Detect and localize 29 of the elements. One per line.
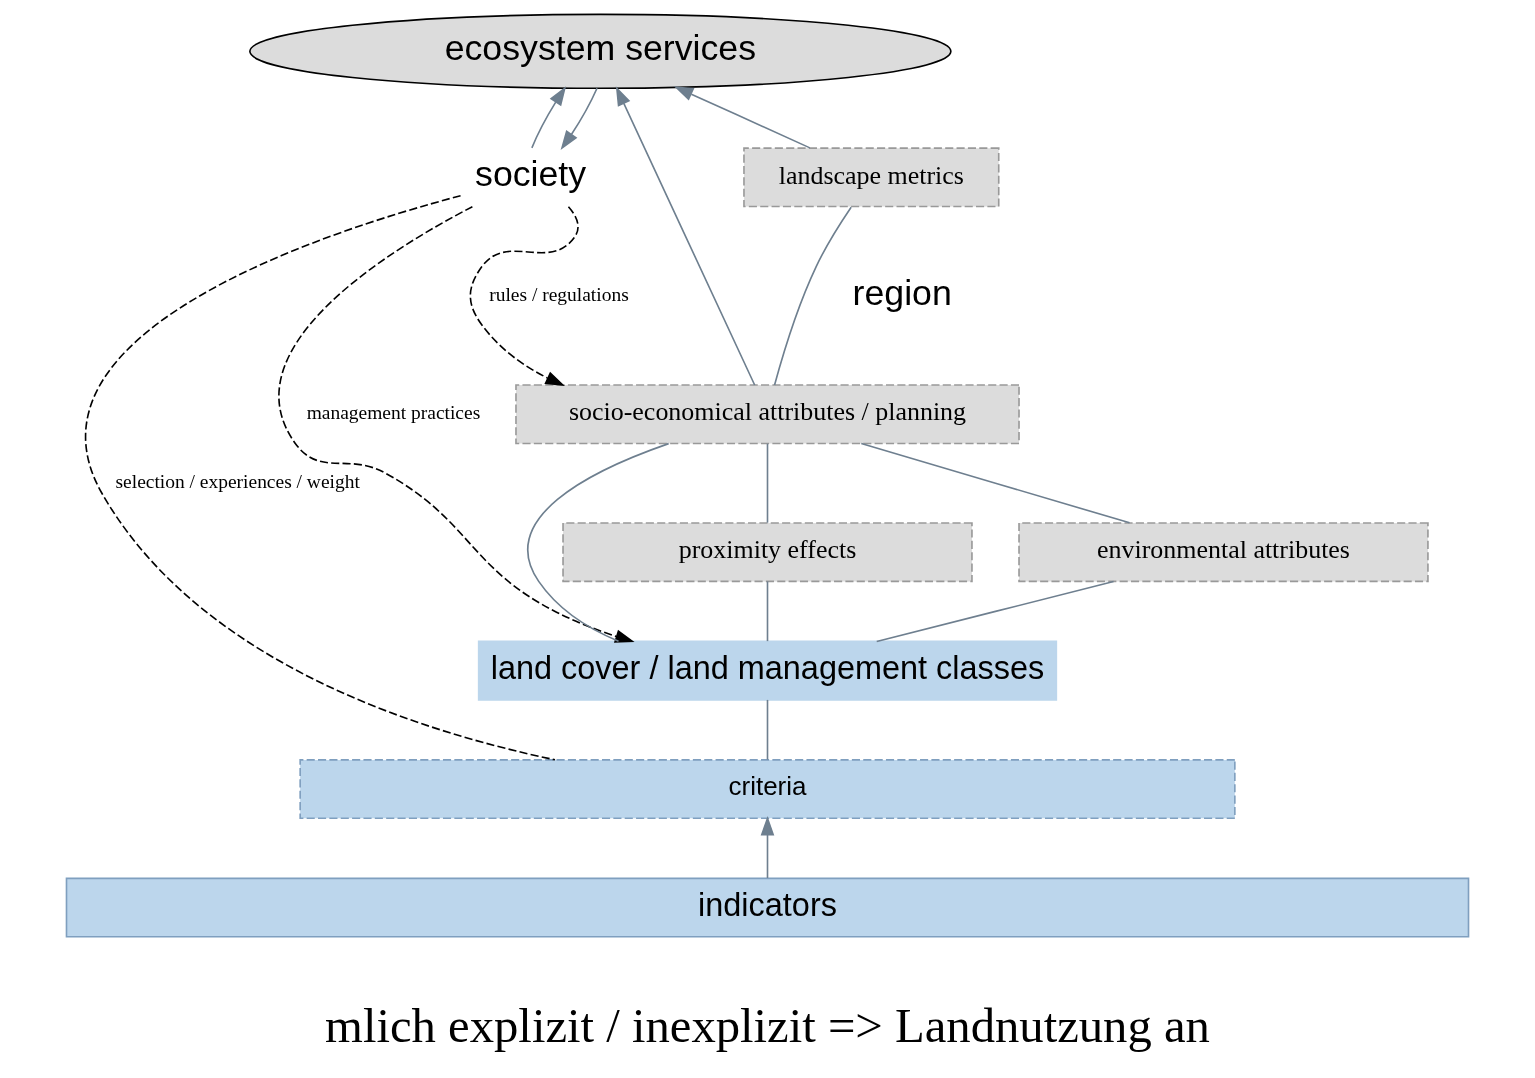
connector [860,442,1131,524]
node-text: society [475,154,587,195]
arrow [673,86,811,149]
node-box: criteria [299,759,1236,820]
edge-label: rules / regulations [489,283,629,305]
connector [773,206,852,386]
connector [766,442,769,524]
node-box: land cover / land management classes [477,640,1058,701]
node-box: socio-economical attributes / planning [515,384,1020,445]
arrow [615,86,756,386]
arrow [560,87,598,150]
node-ellipse: ecosystem services [249,13,952,90]
arrow [469,206,579,386]
node-box: indicators [65,877,1470,938]
connector [766,580,769,642]
label: region [852,272,952,313]
arrow [531,86,567,149]
edge-label: management practices [306,402,481,424]
label: mlich explizit / inexplizit => Landnutzung an [325,999,1210,1054]
node-box: environmental attributes [1018,522,1429,583]
connector [86,194,556,761]
arrow [278,205,635,643]
edge-label: selection / experiences / weight [115,471,360,493]
node-box: landscape metrics [743,147,1000,208]
connector [875,580,1115,643]
connector [766,699,769,761]
node-box: proximity effects [562,522,973,583]
connector [527,442,670,643]
arrow [760,815,775,879]
